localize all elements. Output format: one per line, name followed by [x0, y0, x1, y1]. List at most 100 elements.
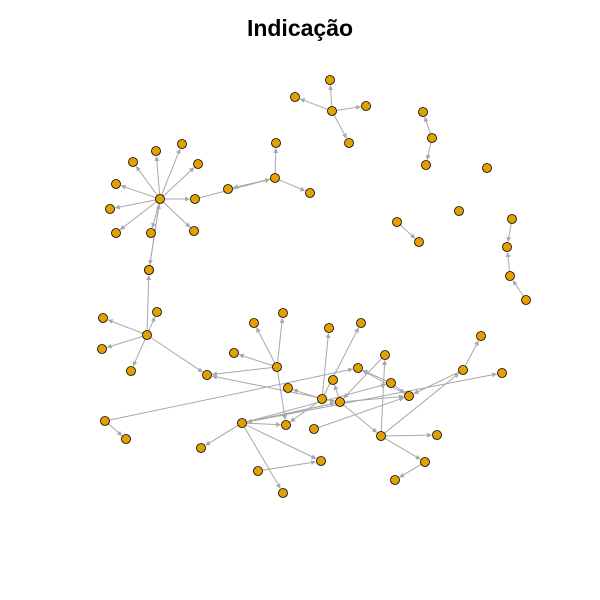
edge-n44-n45: [108, 423, 123, 436]
edge-n46-n39: [256, 327, 276, 364]
node-n46: [272, 362, 282, 372]
edge-n26-n23: [135, 166, 158, 196]
node-n3: [361, 101, 371, 111]
edge-n19-n17: [273, 147, 279, 174]
edge-n21-n19: [199, 178, 271, 199]
edge-n34-n37: [106, 335, 143, 349]
edge-n60-n68: [384, 437, 421, 460]
edge-n5-n3: [336, 104, 362, 111]
edge-n26-n25: [162, 167, 195, 197]
node-n52: [404, 391, 414, 401]
edge-n46-n47: [211, 367, 273, 377]
edge-n34-n35: [107, 319, 143, 334]
node-n35: [98, 313, 108, 323]
node-n33: [144, 265, 154, 275]
node-n57: [237, 418, 247, 428]
node-n61: [432, 430, 442, 440]
node-n15: [505, 271, 515, 281]
node-n51: [386, 378, 396, 388]
node-n1: [290, 92, 300, 102]
node-n58: [281, 420, 291, 430]
edge-n55-n58: [290, 401, 319, 423]
edge-n34-n36: [148, 316, 156, 332]
node-n21: [190, 194, 200, 204]
node-n42: [356, 318, 366, 328]
node-n36: [152, 307, 162, 317]
edge-n26-n28: [114, 199, 156, 210]
edge-n54-n52: [344, 394, 405, 403]
node-n7: [427, 133, 437, 143]
node-n54: [335, 397, 345, 407]
node-n66: [278, 488, 288, 498]
edge-n59-n52: [318, 396, 405, 428]
node-n31: [189, 226, 199, 236]
node-n34: [142, 330, 152, 340]
node-n30: [146, 228, 156, 238]
node-n64: [196, 443, 206, 453]
edge-n15-n14: [505, 251, 511, 272]
edge-n54-n47: [211, 374, 336, 402]
node-n24: [177, 139, 187, 149]
node-n8: [421, 160, 431, 170]
node-n39: [249, 318, 259, 328]
edge-n13-n14: [506, 223, 512, 243]
edge-layer: [106, 84, 524, 489]
edge-n48-n54: [343, 357, 383, 399]
node-n17: [271, 138, 281, 148]
edge-n60-n61: [385, 432, 433, 438]
node-n69: [390, 475, 400, 485]
edge-n60-n48: [380, 359, 388, 432]
edge-n34-n38: [132, 338, 146, 367]
edge-n16-n15: [512, 280, 524, 297]
node-n67: [316, 456, 326, 466]
edge-n54-n60: [343, 404, 378, 433]
node-n27: [111, 179, 121, 189]
edge-n55-n42: [323, 327, 359, 396]
node-n29: [111, 228, 121, 238]
node-n4: [344, 138, 354, 148]
node-n62: [476, 331, 486, 341]
edge-n57-n58: [246, 422, 282, 428]
node-n5: [327, 106, 337, 116]
node-n11: [392, 217, 402, 227]
node-n12: [414, 237, 424, 247]
node-n40: [278, 308, 288, 318]
edge-n5-n2: [328, 84, 334, 107]
node-n2: [325, 75, 335, 85]
edge-n54-n50: [333, 384, 340, 398]
edge-n26-n24: [161, 148, 181, 196]
node-n60: [376, 431, 386, 441]
edge-n26-n29: [119, 201, 157, 231]
edge-n56-n62: [464, 340, 479, 367]
chart-title: Indicação: [246, 15, 354, 41]
edge-n7-n6: [423, 116, 432, 134]
edge-n57-n66: [243, 426, 281, 489]
edge-n55-n41: [321, 332, 331, 395]
node-n43: [229, 348, 239, 358]
node-n68: [420, 457, 430, 467]
edge-n44-n53: [109, 367, 354, 421]
edge-n57-n67: [245, 424, 317, 460]
edge-n34-n47: [150, 337, 203, 373]
edge-n26-n27: [120, 184, 156, 199]
node-n38: [126, 366, 136, 376]
edge-n5-n4: [333, 114, 347, 139]
node-n49: [283, 383, 293, 393]
node-n47: [202, 370, 212, 380]
edge-n56-n52: [413, 371, 460, 395]
edge-n65-n67: [262, 460, 317, 471]
node-n20: [223, 184, 233, 194]
edge-n57-n64: [205, 424, 239, 446]
node-n25: [193, 159, 203, 169]
edge-n19-n18: [278, 179, 306, 192]
edge-n57-n63: [246, 372, 498, 423]
node-n63: [497, 368, 507, 378]
edge-n57-n51: [246, 383, 387, 423]
node-n59: [309, 424, 319, 434]
edge-n46-n43: [238, 353, 273, 367]
edge-n26-n31: [162, 201, 191, 228]
edge-n51-n53: [362, 369, 388, 382]
node-n22: [151, 146, 161, 156]
edge-n52-n53: [362, 370, 406, 395]
